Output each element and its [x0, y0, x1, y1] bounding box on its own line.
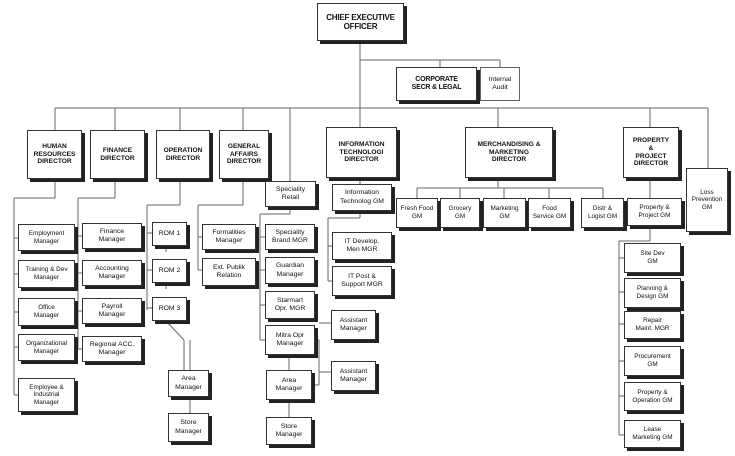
finance-item: Finance Manager	[82, 223, 142, 249]
property-item: Planning & Design GM	[624, 278, 681, 308]
merchandising-director-box: MERCHANDISING & MARKETING DIRECTOR	[465, 127, 553, 178]
property-director-box: PROPERTY & PROJECT DIRECTOR	[623, 127, 679, 178]
hr-item: Organizational Manager	[18, 334, 75, 361]
finance-item: Payroll Manager	[82, 298, 142, 324]
hr-item: Office Manager	[18, 298, 75, 326]
retail-area-manager-box: Area Manager	[266, 370, 312, 400]
hr-item: Employment Manager	[18, 224, 75, 251]
finance-item: Accounting Manager	[82, 260, 142, 286]
assistant-manager-box: Assistant Manager	[331, 361, 376, 391]
retail-item: Speciality Brand MGR	[265, 224, 315, 250]
rom-item: ROM 1	[152, 222, 187, 246]
store-manager-box: Store Manager	[168, 413, 209, 442]
it-item: IT Post & Support MGR	[332, 266, 392, 296]
merch-item: Distr & Logist GM	[581, 198, 624, 228]
rom-item: ROM 2	[152, 259, 187, 283]
finance-director-box: FINANCE DIRECTOR	[90, 130, 145, 179]
merch-item: Fresh Food GM	[396, 198, 438, 228]
merch-item: Food Service GM	[528, 198, 571, 228]
property-item: Lease Marketing GM	[624, 420, 681, 448]
hr-item: Training & Dev Manager	[18, 260, 75, 288]
ga-item: Formalities Manager	[202, 224, 256, 250]
loss-prevention-box: Loss Prevention GM	[686, 168, 728, 232]
retail-item: Starmart Opr. MGR	[265, 291, 315, 319]
retail-item: Guardian Manager	[265, 257, 315, 284]
merch-item: Grocery GM	[440, 198, 480, 228]
it-director-box: INFORMATION TECHNOLOGI DIRECTOR	[326, 127, 397, 178]
general-affairs-director-box: GENERAL AFFAIRS DIRECTOR	[219, 130, 269, 179]
hr-director-box: HUMAN RESOURCES DIRECTOR	[27, 130, 82, 179]
area-manager-box: Area Manager	[168, 370, 209, 397]
it-gm-box: Information Technolog GM	[332, 184, 392, 211]
finance-item: Regional ACC. Manager	[82, 336, 142, 362]
property-item: Procurement GM	[624, 346, 681, 376]
operation-director-box: OPERATION DIRECTOR	[156, 130, 210, 179]
rom-item: ROM 3	[152, 297, 187, 321]
property-gm-box: Property & Project GM	[627, 198, 682, 226]
property-item: Repair Maint. MGR	[624, 311, 681, 339]
assistant-manager-box: Assistant Manager	[331, 310, 376, 340]
it-item: IT Develop. Men MGR	[332, 232, 392, 260]
ga-item: Ext. Publik Relation	[202, 258, 256, 286]
ceo-box: CHIEF EXECUTIVE OFFICER	[317, 3, 404, 41]
property-item: Property & Operation GM	[624, 382, 681, 411]
retail-store-manager-box: Store Manager	[266, 417, 312, 445]
internal-audit-box: Internal Audit	[480, 67, 520, 101]
merch-item: Marketing GM	[483, 198, 526, 228]
property-item: Site Dev GM	[624, 243, 681, 273]
corporate-secr-box: CORPORATE SECR & LEGAL	[396, 67, 477, 101]
retail-item: Mitra Opr Manager	[265, 325, 315, 355]
speciality-retail-box: Speciality Retail	[265, 181, 316, 207]
hr-item: Employee & Industrial Manager	[18, 378, 75, 412]
